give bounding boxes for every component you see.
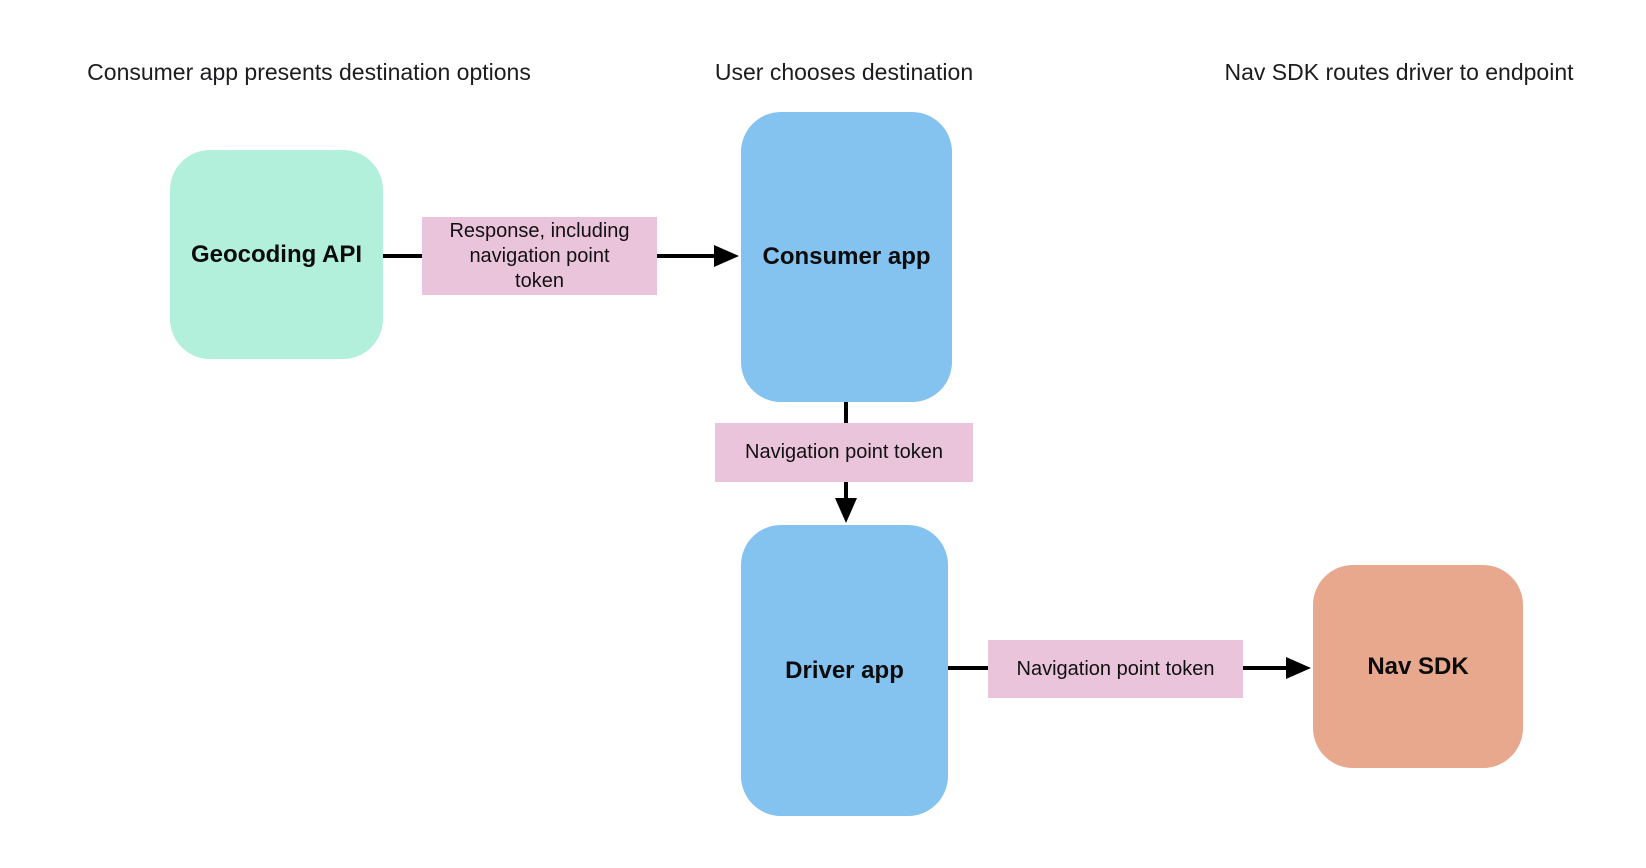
edge-label-line: token bbox=[515, 269, 564, 292]
edge-label-line: Response, including bbox=[449, 219, 630, 242]
arrowhead-into-navsdk-icon bbox=[1286, 657, 1311, 679]
arrowhead-into-consumer-icon bbox=[714, 245, 739, 267]
node-nav-sdk-label: Nav SDK bbox=[1367, 652, 1469, 680]
node-driver-app-label: Driver app bbox=[785, 656, 904, 684]
stage-header-consumer-presents: Consumer app presents destination option… bbox=[87, 59, 531, 85]
edge-label-response-including-token: Response, including navigation point tok… bbox=[422, 217, 657, 295]
edge-label-line: navigation point bbox=[469, 244, 610, 267]
arrowhead-into-driver-icon bbox=[835, 498, 857, 523]
node-geocoding-api-label: Geocoding API bbox=[190, 240, 363, 268]
node-consumer-app: Consumer app bbox=[741, 112, 952, 402]
stage-header-user-chooses: User chooses destination bbox=[714, 59, 974, 85]
node-nav-sdk: Nav SDK bbox=[1313, 565, 1523, 768]
edge-label-navigation-point-token-1: Navigation point token bbox=[715, 423, 973, 482]
node-geocoding-api: Geocoding API bbox=[170, 150, 383, 359]
edge-label-navigation-point-token-2: Navigation point token bbox=[988, 640, 1243, 698]
stage-header-nav-sdk-routes: Nav SDK routes driver to endpoint bbox=[1224, 59, 1574, 85]
node-consumer-app-label: Consumer app bbox=[762, 243, 931, 270]
node-driver-app: Driver app bbox=[741, 525, 948, 816]
